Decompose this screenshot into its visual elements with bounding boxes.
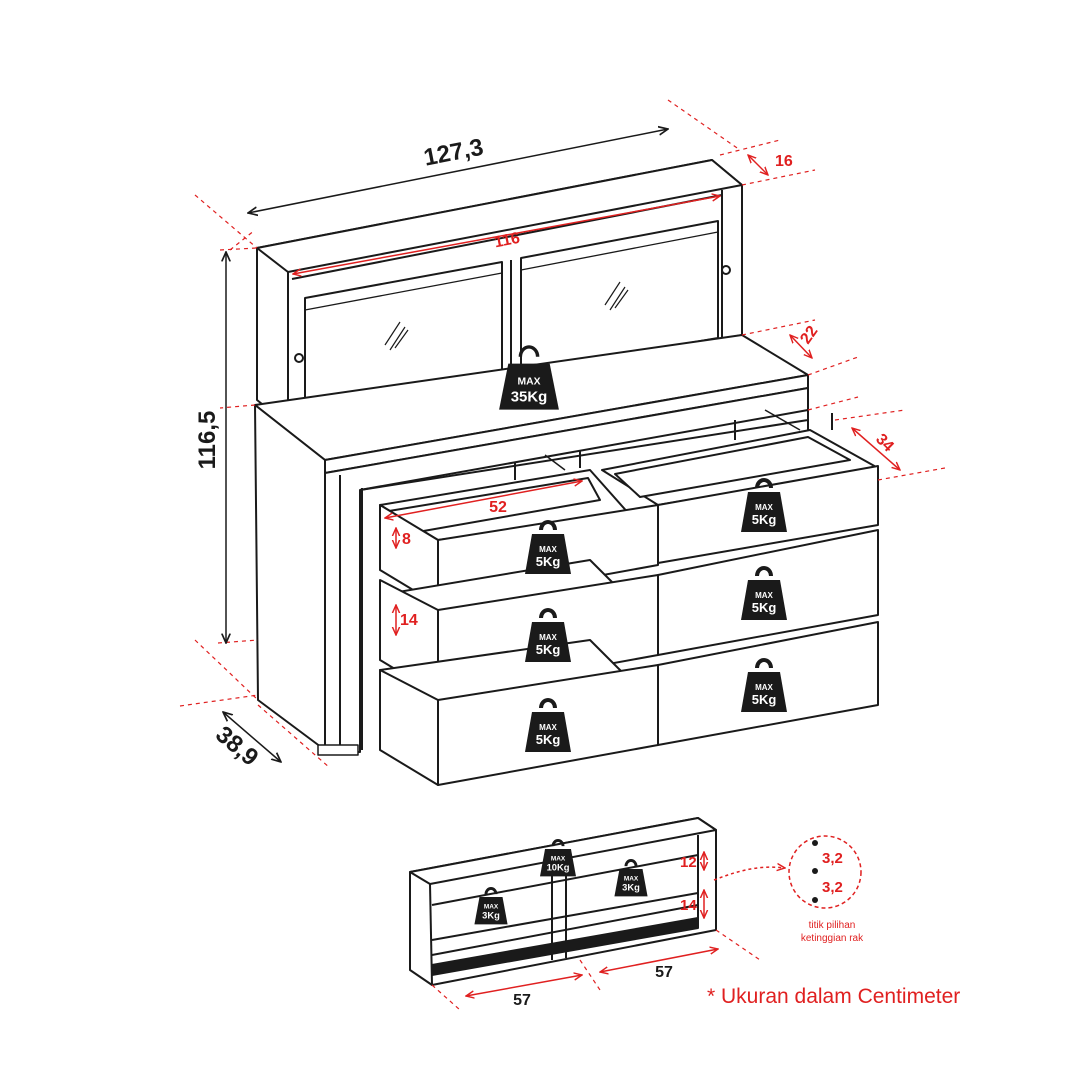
extension-lines: [179, 99, 946, 1011]
weight-drawer-value: 5Kg: [536, 642, 561, 657]
dim-hole-step-2: 3,2: [822, 879, 843, 896]
weight-drawer-value: 5Kg: [752, 692, 777, 707]
weight-max-label: MAX: [539, 633, 557, 642]
weight-hutch-value: 35Kg: [511, 389, 548, 406]
cabinet-drawing: [254, 159, 879, 786]
weight-max-label: MAX: [624, 876, 639, 883]
dim-overall-width: 127,3: [422, 134, 486, 172]
dim-hutch-depth: 16: [775, 153, 793, 170]
dim-top-shelf-depth: 22: [797, 323, 821, 347]
weight-max-label: MAX: [551, 856, 566, 863]
weight-drawer-value: 5Kg: [536, 554, 561, 569]
weight-drawer-value: 5Kg: [752, 600, 777, 615]
weight-icon-hutch: MAX 35Kg: [499, 345, 559, 410]
dimension-arrows: [223, 129, 900, 996]
hole-detail-callout: [788, 835, 862, 909]
dim-hole-step-1: 3,2: [822, 850, 843, 867]
weight-icon-drawer-left-1: MAX 5Kg: [525, 520, 571, 574]
drawer-right-1-inner: [614, 436, 851, 498]
hole-caption-line2: ketinggian rak: [801, 933, 864, 944]
weight-icon-drawer-left-3: MAX 5Kg: [525, 698, 571, 752]
dim-hutch-inner-width: 116: [493, 230, 522, 252]
dim-shelf-width-right: 57: [655, 964, 673, 981]
weight-max-label: MAX: [518, 376, 541, 387]
weight-max-label: MAX: [539, 723, 557, 732]
weight-icon-shelf-top: MAX 10Kg: [540, 838, 576, 877]
dim-drawer-inner-width: 52: [489, 499, 507, 516]
dim-drawer-height-top: 8: [402, 531, 411, 548]
weight-drawer-value: 5Kg: [752, 512, 777, 527]
dim-drawer-depth: 34: [872, 431, 897, 456]
units-note: * Ukuran dalam Centimeter: [707, 985, 961, 1008]
weight-icon-shelf-left: MAX 3Kg: [474, 886, 508, 925]
weight-max-label: MAX: [484, 904, 499, 911]
dim-overall-height: 116,5: [194, 411, 221, 470]
weight-max-label: MAX: [755, 591, 773, 600]
weight-icon-drawer-right-2: MAX 5Kg: [741, 566, 787, 620]
weight-shelf-small-value: 3Kg: [622, 883, 640, 893]
shelf-detail-drawing: [409, 817, 717, 986]
dim-drawer-height: 14: [400, 612, 418, 629]
hole-caption-line1: titik pilihan: [809, 920, 856, 931]
weight-icon-drawer-right-3: MAX 5Kg: [741, 658, 787, 712]
dim-shelf-spacing-b: 14: [680, 897, 697, 914]
weight-max-label: MAX: [755, 683, 773, 692]
dim-shelf-spacing-a: 12: [680, 854, 697, 871]
weight-shelf-small-value: 3Kg: [482, 911, 500, 921]
weight-max-label: MAX: [539, 545, 557, 554]
weight-icon-shelf-right: MAX 3Kg: [614, 858, 648, 897]
weight-icon-drawer-right-1: MAX 5Kg: [741, 478, 787, 532]
base-left-side: [254, 404, 326, 751]
dim-depth: 38,9: [210, 721, 263, 772]
dim-shelf-width-left: 57: [513, 992, 531, 1009]
weight-drawer-value: 5Kg: [536, 732, 561, 747]
weight-max-label: MAX: [755, 503, 773, 512]
weight-icon-drawer-left-2: MAX 5Kg: [525, 608, 571, 662]
weight-shelf-top-value: 10Kg: [547, 863, 570, 873]
